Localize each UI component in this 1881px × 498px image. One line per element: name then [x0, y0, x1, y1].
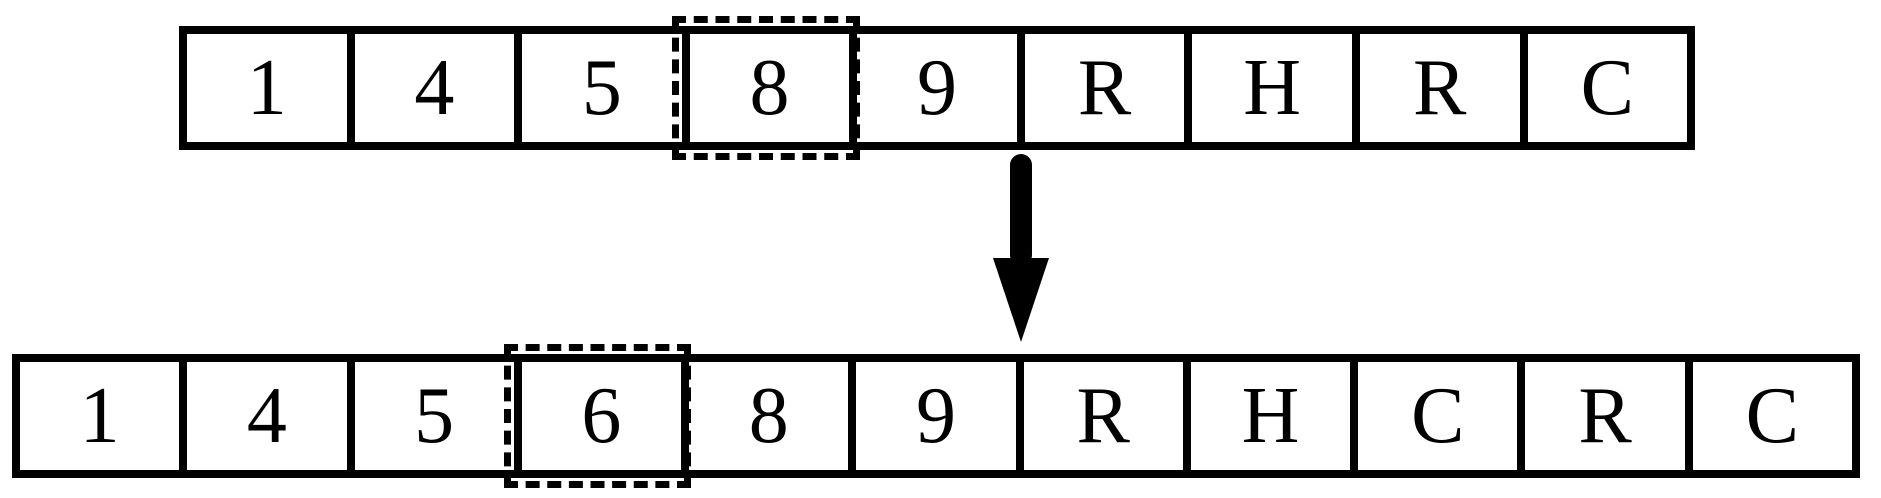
array-cell: 9 [852, 358, 1020, 474]
array-cell: 5 [350, 358, 518, 474]
array-cell: 1 [16, 358, 184, 474]
array-cell: R [1019, 358, 1187, 474]
array-cell: R [1521, 358, 1689, 474]
array-cell: H [1188, 30, 1356, 146]
array-cell: C [1688, 358, 1856, 474]
array-cell: R [1020, 30, 1189, 146]
array-cell: 8 [685, 30, 854, 146]
array-cell: R [1355, 30, 1524, 146]
array-cell: H [1186, 358, 1355, 474]
array-cell: C [1523, 30, 1692, 146]
array-cell: 9 [853, 30, 1021, 146]
array-cell: 8 [685, 358, 853, 474]
down-arrow-icon [993, 154, 1049, 342]
array-cell: 4 [350, 30, 519, 146]
array-cell: C [1354, 358, 1522, 474]
array-cell: 5 [518, 30, 686, 146]
array-cell: 6 [517, 358, 686, 474]
array-cell: 1 [183, 30, 351, 146]
array-cell: 4 [183, 358, 351, 474]
